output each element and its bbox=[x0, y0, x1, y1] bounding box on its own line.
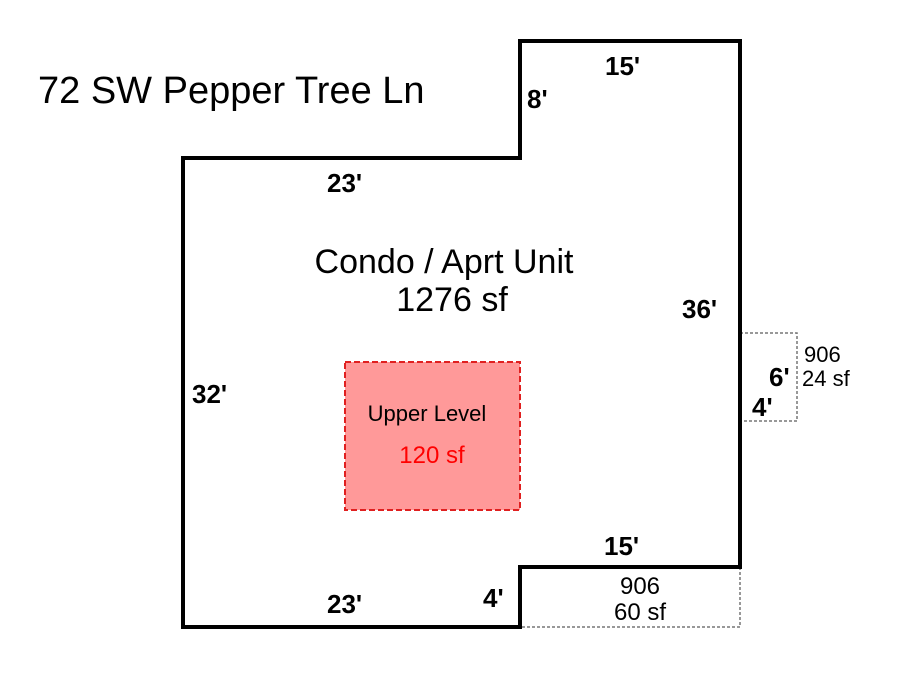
side-area-size: 24 sf bbox=[802, 366, 851, 391]
bottom-area-size: 60 sf bbox=[614, 599, 666, 626]
dim-bottom-right: 15' bbox=[604, 531, 639, 561]
dim-right: 36' bbox=[682, 294, 717, 324]
main-area-label: Condo / Aprt Unit bbox=[315, 243, 574, 281]
upper-level-label: Upper Level bbox=[368, 401, 487, 426]
dim-bottom-step: 4' bbox=[483, 583, 504, 613]
dim-side-box-h: 6' bbox=[769, 362, 790, 392]
dim-top: 15' bbox=[605, 51, 640, 81]
upper-level-area bbox=[344, 361, 521, 511]
unit-outline bbox=[181, 39, 742, 629]
dim-side-box-w: 4' bbox=[752, 392, 773, 422]
side-area-code: 906 bbox=[804, 342, 841, 367]
upper-level-size: 120 sf bbox=[399, 442, 465, 469]
dim-upper-left: 23' bbox=[327, 168, 362, 198]
dim-left: 32' bbox=[192, 379, 227, 409]
dim-top-left-step: 8' bbox=[527, 84, 548, 114]
dim-bottom-left: 23' bbox=[327, 589, 362, 619]
bottom-area-code: 906 bbox=[620, 573, 660, 600]
property-address: 72 SW Pepper Tree Ln bbox=[38, 70, 425, 112]
main-area-size: 1276 sf bbox=[396, 281, 508, 319]
